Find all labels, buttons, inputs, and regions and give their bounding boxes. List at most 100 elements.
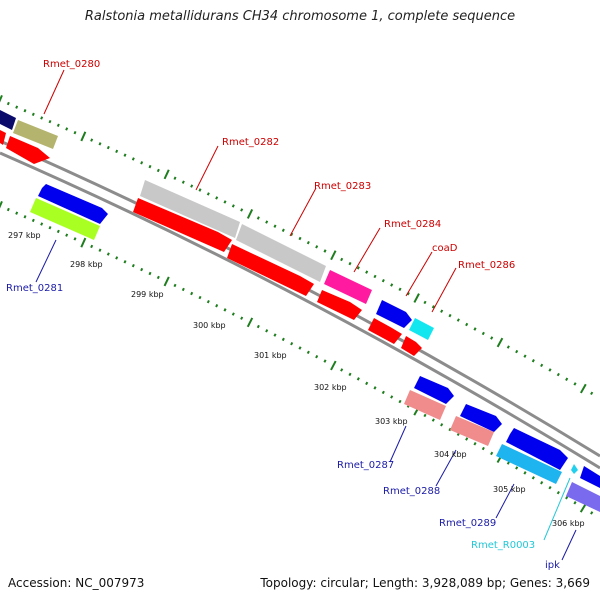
- inner-tick: [481, 446, 485, 451]
- outer-tick: [106, 145, 110, 150]
- gene-feature-ipk[interactable]: [566, 482, 600, 512]
- outer-tick: [90, 138, 94, 142]
- gene-feature-blue-4[interactable]: [506, 428, 568, 470]
- gene-feature-navy-edge[interactable]: [0, 110, 16, 130]
- gene-feature-red-4[interactable]: [368, 318, 402, 344]
- gene-feature-rmet-0284[interactable]: [324, 270, 372, 304]
- gene-label-coad[interactable]: coaD: [432, 243, 458, 254]
- kbp-label: 302 kbp: [314, 383, 347, 392]
- leader-ipk: [561, 529, 577, 561]
- gene-label-rmet-r0003[interactable]: Rmet_R0003: [471, 540, 535, 551]
- gene-feature-rmet-0287[interactable]: [404, 390, 446, 420]
- leader-coad: [405, 251, 433, 297]
- outer-tick: [15, 105, 19, 109]
- inner-tick: [290, 341, 294, 346]
- inner-tick: [356, 377, 360, 381]
- kbp-label: 300 kbp: [193, 321, 226, 330]
- outer-tick: [315, 245, 319, 249]
- gene-feature-red-5[interactable]: [401, 336, 422, 356]
- inner-tick: [31, 218, 35, 223]
- inner-tick: [223, 308, 227, 312]
- outer-tick: [456, 318, 460, 322]
- inner-tick: [56, 229, 60, 234]
- leader-rmet-0289: [495, 483, 515, 519]
- inner-tick: [348, 372, 352, 377]
- outer-tick: [173, 176, 177, 180]
- leader-rmet-0288: [435, 449, 457, 487]
- gene-feature-red-1[interactable]: [133, 198, 232, 252]
- outer-tick: [373, 274, 377, 279]
- gene-feature-red-edge-2[interactable]: [6, 136, 50, 164]
- inner-tick: [531, 476, 535, 480]
- outer-tick: [356, 266, 360, 270]
- inner-tick: [0, 201, 3, 209]
- outer-tick: [181, 180, 185, 184]
- gene-labels: Rmet_0280 Rmet_0281 Rmet_0282 Rmet_0283 …: [6, 59, 560, 571]
- outer-tick: [365, 270, 369, 274]
- gene-label-rmet-0283[interactable]: Rmet_0283: [314, 181, 371, 192]
- gene-feature-blue-1[interactable]: [38, 184, 108, 224]
- gene-feature-red-edge-1[interactable]: [0, 130, 6, 145]
- inner-tick: [173, 283, 177, 288]
- label-leader-lines: [35, 69, 577, 561]
- inner-tick: [106, 252, 110, 256]
- kbp-label: 305 kbp: [493, 485, 526, 494]
- leader-rmet-r0003: [543, 477, 571, 541]
- inner-tick: [265, 329, 269, 333]
- kbp-label: 306 kbp: [552, 519, 585, 528]
- gene-feature-red-3[interactable]: [317, 290, 362, 320]
- outer-tick: [6, 101, 10, 106]
- gene-label-rmet-0280[interactable]: Rmet_0280: [43, 59, 100, 70]
- inner-tick: [281, 337, 285, 342]
- inner-tick: [215, 304, 219, 308]
- inner-tick: [256, 324, 260, 329]
- outer-tick: [73, 130, 77, 135]
- gene-feature-coad[interactable]: [376, 300, 412, 328]
- gene-feature-rmet-0282[interactable]: [140, 180, 240, 238]
- inner-tick: [163, 276, 170, 287]
- gene-label-rmet-0286[interactable]: Rmet_0286: [458, 260, 515, 271]
- outer-tick: [256, 216, 260, 220]
- gene-feature-blue-3[interactable]: [460, 404, 502, 432]
- outer-tick: [580, 383, 587, 394]
- inner-tick: [340, 368, 344, 372]
- gene-label-ipk[interactable]: ipk: [545, 560, 560, 571]
- gene-feature-blue-2[interactable]: [414, 376, 454, 404]
- outer-tick: [431, 305, 435, 309]
- inner-tick: [579, 503, 587, 513]
- outer-tick: [281, 228, 285, 232]
- outer-tick: [231, 204, 235, 208]
- gene-feature-red-2[interactable]: [227, 244, 314, 296]
- outer-tick: [40, 116, 44, 120]
- gene-feature-rmet-0289[interactable]: [496, 444, 562, 484]
- gene-feature-rmet-r0003[interactable]: [571, 464, 578, 474]
- gene-feature-rmet-0288[interactable]: [450, 416, 494, 446]
- inner-tick: [306, 350, 310, 355]
- inner-tick: [6, 207, 10, 212]
- outer-tick: [190, 184, 194, 188]
- gene-feature-rmet-0283[interactable]: [236, 224, 326, 282]
- inner-tick: [573, 501, 577, 505]
- inner-tick: [448, 427, 452, 432]
- inner-tick: [465, 437, 469, 441]
- gene-label-rmet-0288[interactable]: Rmet_0288: [383, 486, 440, 497]
- topology-text: Topology: circular; Length: 3,928,089 bp…: [260, 576, 590, 590]
- outer-tick: [80, 131, 87, 142]
- kbp-label: 304 kbp: [434, 450, 467, 459]
- inner-tick: [148, 271, 152, 276]
- gene-feature-rmet-0286[interactable]: [409, 318, 434, 340]
- inner-tick: [131, 263, 135, 268]
- inner-tick: [473, 442, 477, 446]
- gene-feature-rmet-0280[interactable]: [13, 120, 58, 149]
- gene-label-rmet-0282[interactable]: Rmet_0282: [222, 137, 279, 148]
- gene-label-rmet-0281[interactable]: Rmet_0281: [6, 283, 63, 294]
- outer-tick: [473, 327, 477, 331]
- gene-feature-rmet-0281[interactable]: [30, 198, 100, 240]
- gene-feature-blue-5[interactable]: [580, 466, 600, 488]
- gene-label-rmet-0289[interactable]: Rmet_0289: [439, 518, 496, 529]
- gene-label-rmet-0287[interactable]: Rmet_0287: [337, 460, 394, 471]
- inner-tick: [490, 451, 494, 456]
- outer-tick: [246, 209, 254, 219]
- gene-label-rmet-0284[interactable]: Rmet_0284: [384, 219, 441, 230]
